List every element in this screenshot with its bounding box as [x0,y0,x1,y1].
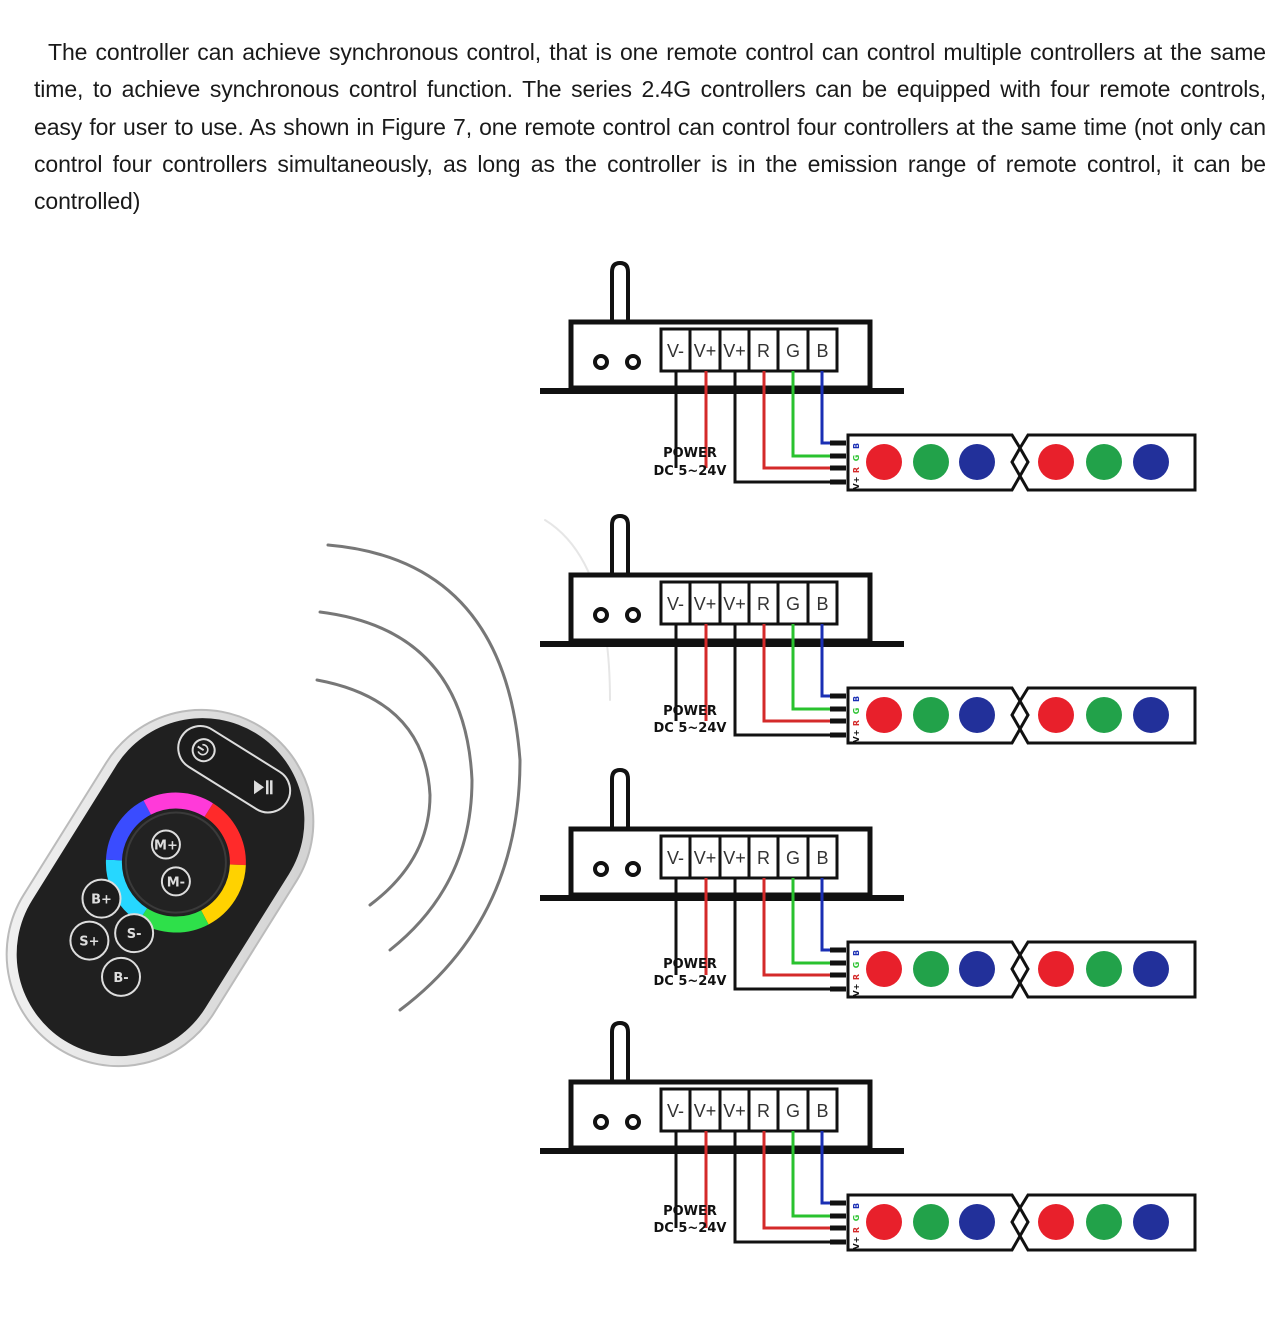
svg-text:B: B [852,950,861,956]
svg-text:B: B [852,1203,861,1209]
voltage-label: DC 5~24V [654,464,727,479]
voltage-label: DC 5~24V [654,721,727,736]
svg-text:B: B [852,696,861,702]
svg-text:B: B [816,341,828,361]
svg-text:G: G [786,341,800,361]
svg-text:R: R [852,1227,861,1233]
power-label: POWER [663,704,717,719]
controller-unit-3: V- V+ V+ R G B POWER DC 5~24V B G R V+ [540,770,1195,997]
strip-pin-labels: B G R V+ [852,1203,861,1250]
terminal-labels: V- V+ V+ R G B [667,594,829,614]
strip-pin-labels: B G R V+ [852,696,861,743]
svg-text:R: R [757,848,770,868]
top-pill [177,725,292,814]
color-wheel[interactable]: M+ M- [90,777,261,948]
svg-text:V+: V+ [852,730,861,743]
terminal-labels: V- V+ V+ R G B [667,848,829,868]
svg-text:V+: V+ [694,594,717,614]
svg-text:V-: V- [667,1101,684,1121]
description-text: The controller can achieve synchronous c… [34,39,1266,215]
speed-minus-button[interactable]: S- [114,913,155,954]
svg-text:B-: B- [113,971,128,986]
voltage-label: DC 5~24V [654,974,727,989]
brightness-minus-button[interactable]: B- [101,956,142,997]
svg-text:V+: V+ [694,1101,717,1121]
svg-text:G: G [786,1101,800,1121]
svg-text:V+: V+ [852,1237,861,1250]
description-paragraph: The controller can achieve synchronous c… [34,34,1266,220]
svg-text:V+: V+ [723,594,746,614]
mode-plus-button[interactable]: M+ [150,829,181,860]
power-label: POWER [663,957,717,972]
svg-text:R: R [757,341,770,361]
brightness-plus-button[interactable]: B+ [81,878,122,919]
power-label: POWER [663,1204,717,1219]
svg-text:V+: V+ [723,1101,746,1121]
svg-text:G: G [852,962,861,969]
svg-text:M-: M- [167,875,185,890]
svg-text:V+: V+ [852,984,861,997]
strip-pin-labels: B G R V+ [852,950,861,997]
svg-text:R: R [852,467,861,473]
controller-unit-1: V- V+ V+ R G B POWER DC 5~24V B G R V+ [540,263,1195,490]
svg-text:V-: V- [667,341,684,361]
svg-text:V+: V+ [694,341,717,361]
svg-text:M+: M+ [154,839,178,854]
voltage-label: DC 5~24V [654,1221,727,1236]
mode-minus-button[interactable]: M- [160,866,191,897]
svg-text:V+: V+ [694,848,717,868]
svg-text:G: G [786,848,800,868]
terminal-labels: V- V+ V+ R G B [667,341,829,361]
power-icon[interactable] [189,735,219,765]
remote-control: M+ M- S+ [5,708,315,1068]
controller-unit-4: V- V+ V+ R G B POWER DC 5~24V B G R V+ [540,1023,1195,1250]
svg-text:B: B [816,848,828,868]
svg-text:V+: V+ [723,848,746,868]
svg-text:V-: V- [667,594,684,614]
svg-text:B: B [816,594,828,614]
svg-text:B: B [816,1101,828,1121]
signal-waves [315,519,611,1012]
svg-text:B+: B+ [91,893,112,908]
svg-text:S+: S+ [79,935,99,950]
svg-text:G: G [852,1215,861,1222]
svg-text:V+: V+ [852,477,861,490]
svg-text:R: R [757,594,770,614]
svg-text:R: R [852,720,861,726]
terminal-labels: V- V+ V+ R G B [667,1101,829,1121]
svg-text:V+: V+ [723,341,746,361]
play-pause-icon[interactable] [254,780,273,795]
svg-text:G: G [852,455,861,462]
svg-text:G: G [852,708,861,715]
controller-unit-2: V- V+ V+ R G B POWER DC 5~24V B G R V+ [540,516,1195,743]
speed-plus-button[interactable]: S+ [69,920,110,961]
strip-pin-labels: B G R V+ [852,443,861,490]
power-label: POWER [663,446,717,461]
svg-text:V-: V- [667,848,684,868]
svg-text:S-: S- [127,927,142,942]
svg-text:R: R [757,1101,770,1121]
svg-text:B: B [852,443,861,449]
svg-text:G: G [786,594,800,614]
svg-text:R: R [852,974,861,980]
